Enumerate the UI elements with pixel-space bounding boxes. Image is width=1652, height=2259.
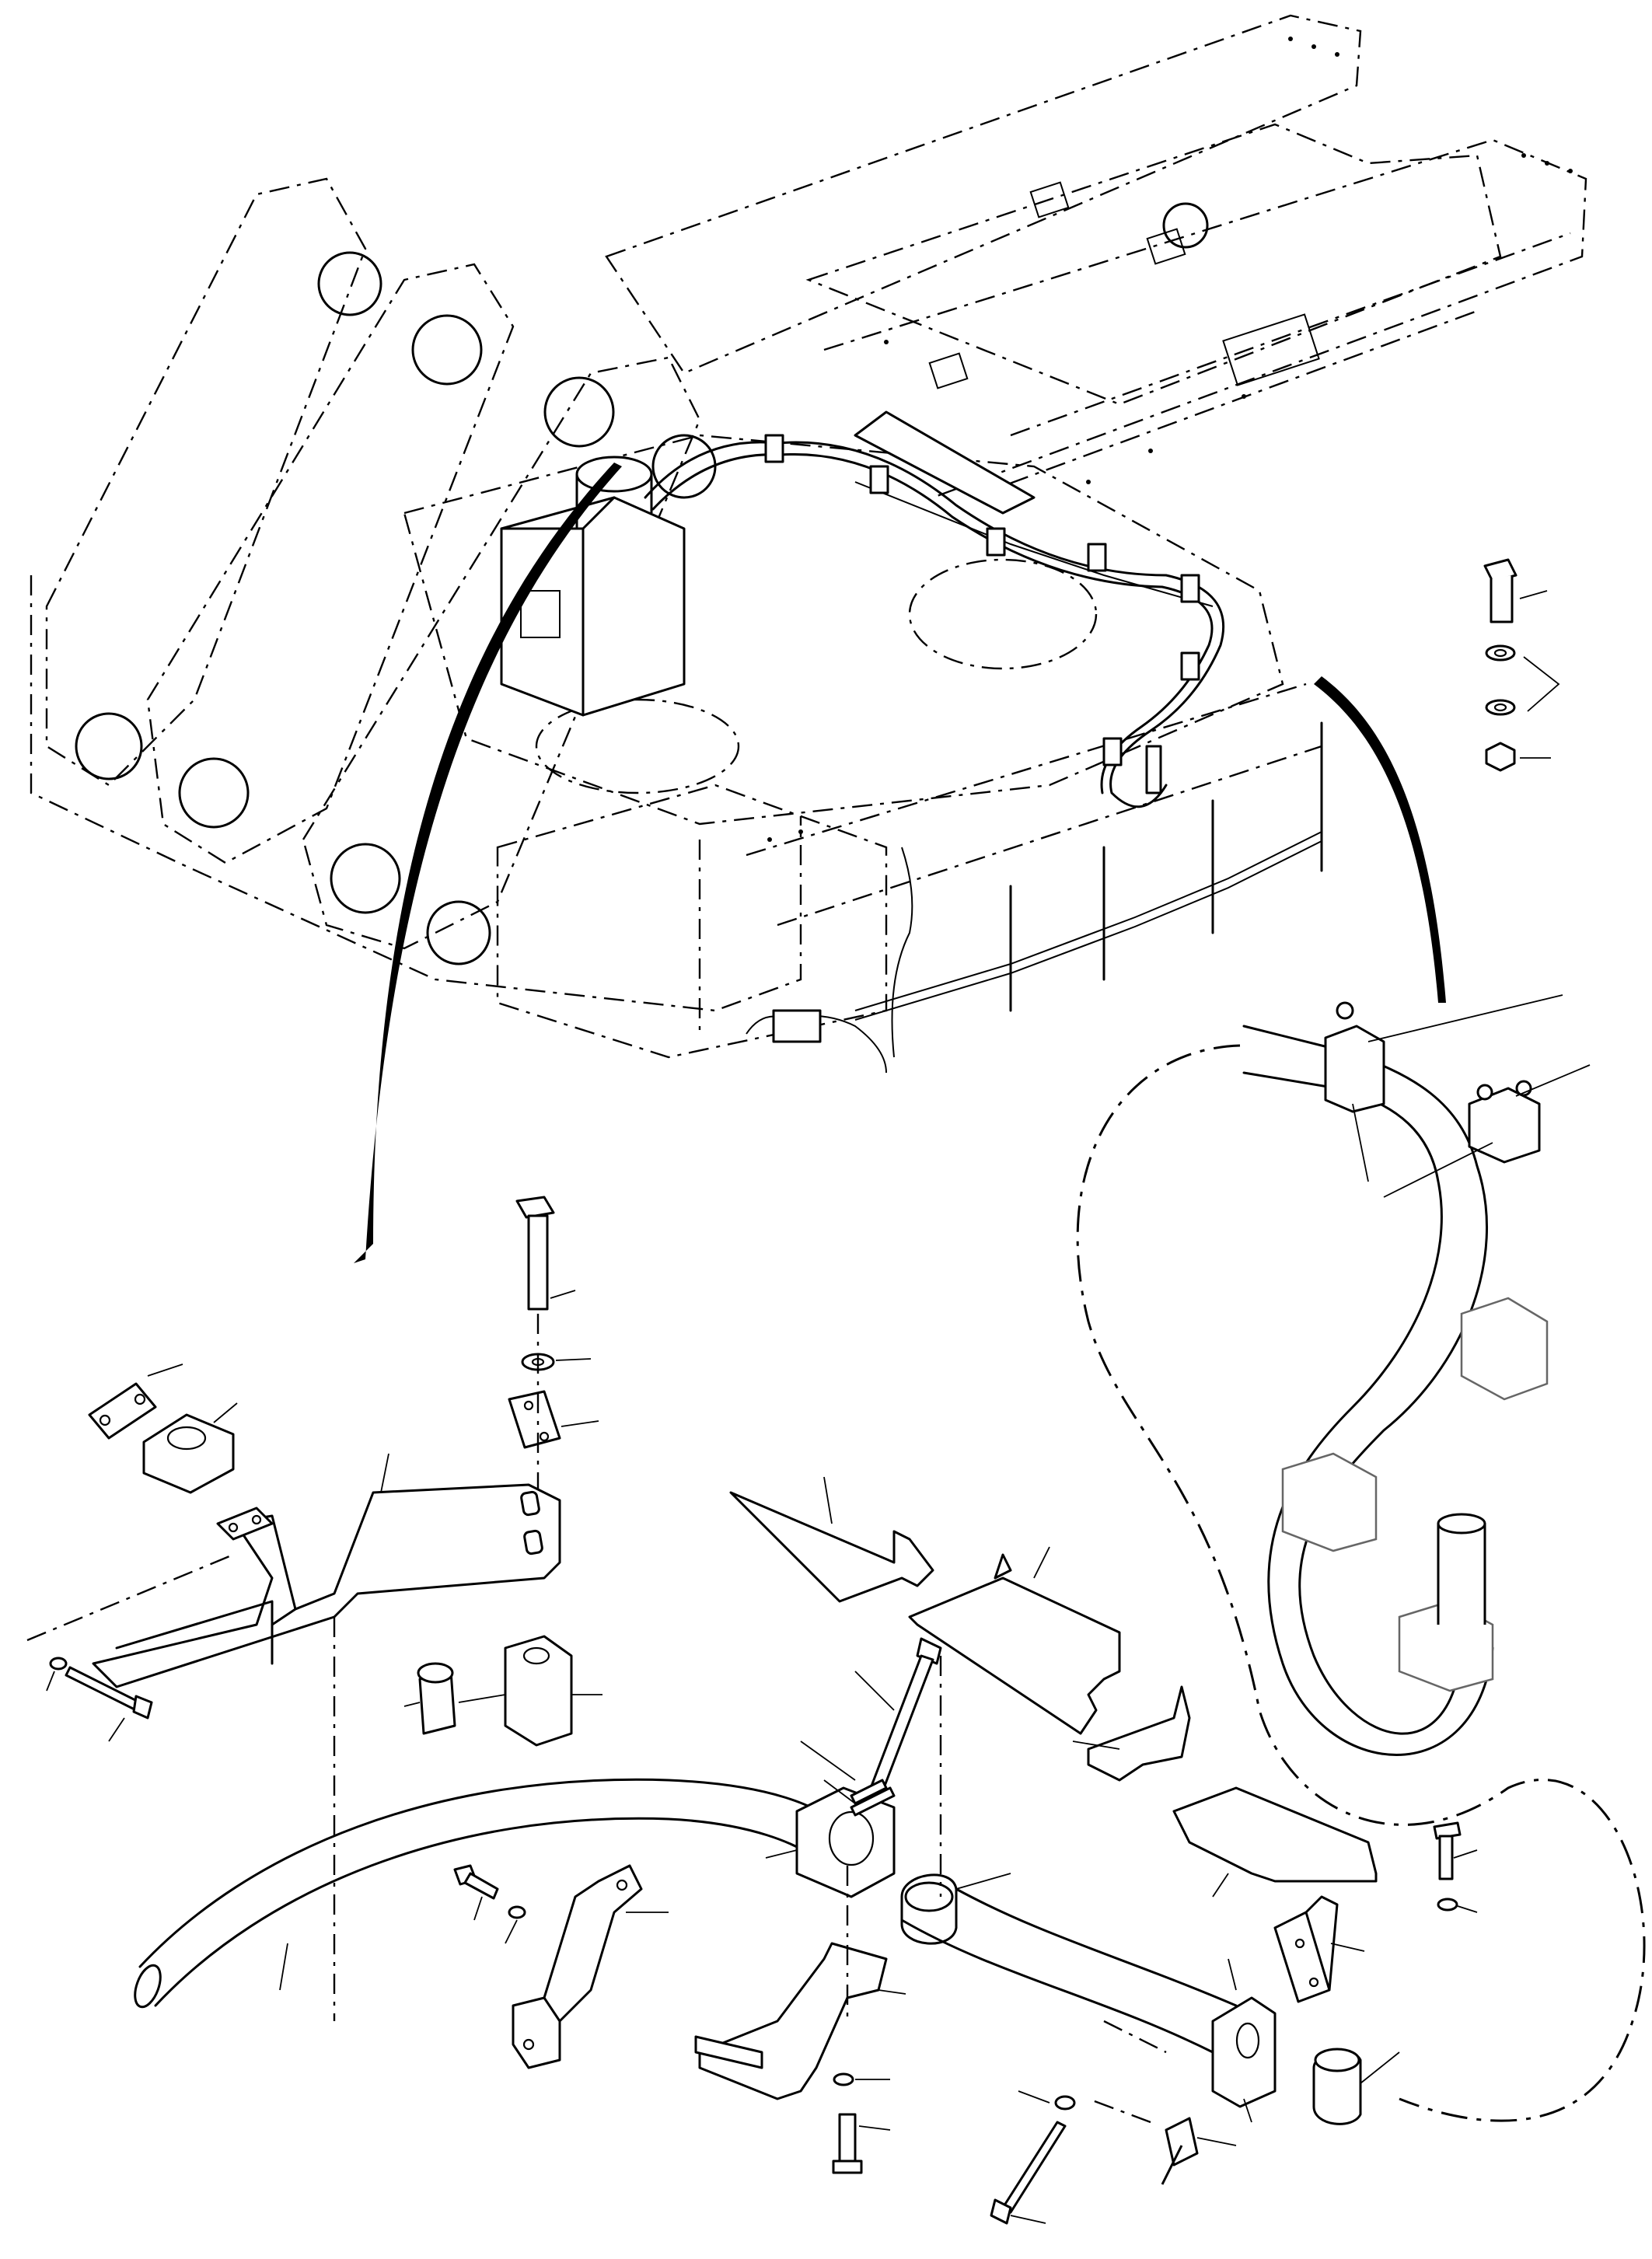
frame-crossmember [971,232,1571,499]
hex-nut [1485,742,1516,772]
front-frame-plate [403,434,1284,826]
lift-arm-middle [146,263,515,864]
shim [850,1779,888,1805]
clamp-plate-small [88,1382,157,1440]
clamp-half-block [142,1413,235,1494]
pivot-bore [411,314,483,386]
washer [508,1905,526,1919]
guard-plate [729,1491,934,1603]
steel-tube-main [134,1778,849,2009]
lower-frame-bars [746,683,1322,927]
frame-rail-inner [823,138,1587,499]
guard-plate [908,1576,1121,1735]
hose-clamp [764,434,784,463]
pivot-bore [651,434,717,499]
support-legs [1009,721,1323,1012]
hose-clamp [1180,651,1200,681]
hose-clamp [1102,737,1123,766]
guard-plate-lower [1172,1786,1378,1883]
assembly-centerline [1088,2020,1167,2124]
upright-bracket-left [512,1864,643,2069]
frame-pad [1146,228,1186,265]
washer [1437,1898,1458,1912]
fastener-stack-right [1483,558,1560,772]
bracket-tab [1161,2117,1199,2185]
hose-clamp-ghost [1460,1297,1549,1401]
pivot-bore [317,251,382,316]
hose-clamp [869,465,889,494]
mounting-bracket-bottom [698,1942,888,2100]
callout-arrow-right [1314,676,1446,1003]
bracket-vertical-right [1273,1895,1339,2003]
pivot-bore [75,712,143,780]
frame-base [30,575,802,1012]
frame-pad-large [1222,313,1320,386]
shim [850,1786,896,1817]
clamp-cap-plate [508,1390,561,1449]
vertical-stub-pipe [1437,1522,1486,1625]
washer [49,1657,68,1671]
tank-sight-plate [520,590,561,638]
mounting-bracket-large [92,1483,561,1688]
long-bolt-top [508,1196,599,1449]
frame-top-plate [805,123,1502,406]
loader-frame-assembly [30,14,1587,1059]
lift-arm-left [45,177,367,787]
pivot-bore [330,843,401,914]
washer [833,2072,854,2086]
bolt-diagonal [1001,2121,1067,2214]
rear-housing [496,784,888,1059]
hose-clamp [986,527,1006,557]
detail-hose-loop [1076,994,1646,2122]
hose-clamp-ghost [1281,1452,1378,1552]
detail-boundary-line [1076,1044,1646,2122]
guard-plate-upper [854,410,1036,515]
connector-block [772,1009,822,1043]
hose-clamp [1180,574,1200,603]
frame-pad [1029,181,1070,218]
hose-clamp-block [1468,1087,1541,1164]
frame-oval-opening-front [535,698,740,794]
hose-harness-upper [644,410,1225,808]
frame-rail-outer [605,14,1362,375]
electrical-harness [746,831,1322,1074]
hose-clamp-block [1324,1025,1385,1113]
frame-oval-opening [908,558,1098,670]
bolt-head-small [1433,1821,1462,1840]
bushing-and-block [403,1635,602,1747]
bolt-vertical-middle [800,1637,942,1817]
pivot-bore [543,376,615,448]
assembly-centerline [26,1553,336,2021]
bracket-small [1087,1685,1191,1782]
frame-pad [928,352,969,389]
detail-bracket-assembly [26,1196,1478,2225]
pivot-bore [178,757,250,829]
clamp-block-middle [504,1635,573,1747]
pivot-bore [426,900,491,965]
washer [1054,2095,1076,2111]
hose-clamp [1087,543,1107,572]
frame-round-cover [1162,202,1209,249]
bolt-vertical-bottom [838,2113,857,2163]
frame-bolt-holes [767,37,1573,842]
riser-pipe [1145,745,1162,794]
